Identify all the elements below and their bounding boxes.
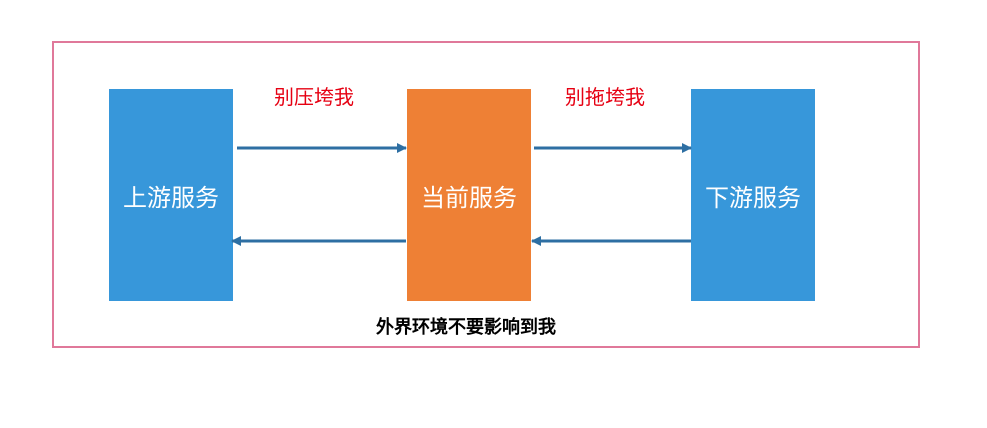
upstream-service-box: 上游服务 — [109, 89, 233, 301]
downstream-service-box: 下游服务 — [691, 89, 815, 301]
left-note-label: 别压垮我 — [274, 85, 354, 109]
environment-frame — [52, 41, 920, 348]
upstream-service-label: 上游服务 — [123, 183, 219, 212]
current-service-box: 当前服务 — [407, 89, 531, 301]
current-service-label: 当前服务 — [421, 183, 517, 212]
downstream-service-label: 下游服务 — [705, 183, 801, 212]
right-note-label: 别拖垮我 — [565, 85, 645, 109]
environment-caption: 外界环境不要影响到我 — [376, 317, 556, 338]
